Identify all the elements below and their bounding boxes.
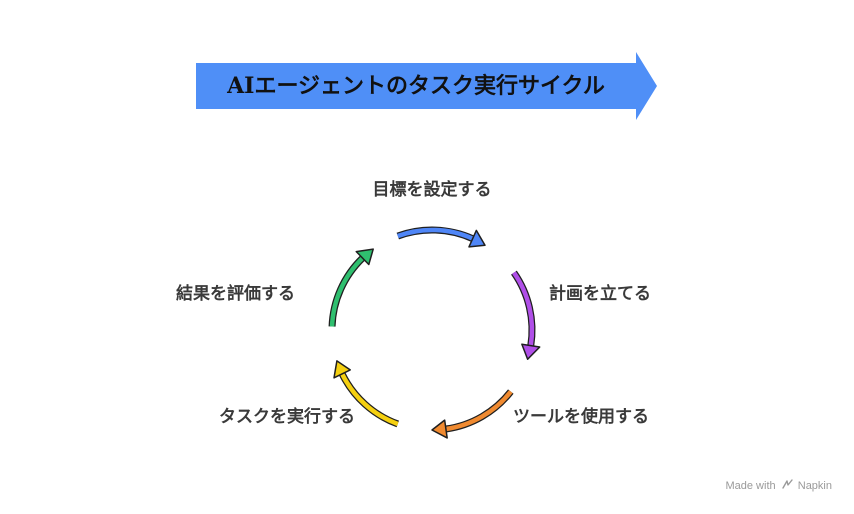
diagram-title: AIエージェントのタスク実行サイクル xyxy=(227,73,605,99)
arc-make-plan-arrowhead xyxy=(521,343,541,360)
arc-evaluate-result-arrowhead xyxy=(355,248,374,266)
step-label-execute-task: タスクを実行する xyxy=(219,407,355,427)
step-label-use-tools: ツールを使用する xyxy=(513,407,649,427)
arc-use-tools xyxy=(431,389,514,439)
arc-set-goal xyxy=(396,226,486,248)
arc-execute-task xyxy=(333,360,400,428)
step-label-make-plan: 計画を立てる xyxy=(549,284,651,304)
arc-execute-task-arrowhead xyxy=(333,360,351,379)
watermark-brand: Napkin xyxy=(797,480,832,492)
arc-evaluate-result xyxy=(328,248,374,327)
step-label-set-goal: 目標を設定する xyxy=(372,180,492,200)
arc-use-tools-arrowhead xyxy=(431,419,448,439)
napkin-logo-icon xyxy=(781,479,793,489)
watermark-prefix: Made with xyxy=(725,480,776,492)
made-with-watermark: Made with Napkin xyxy=(725,479,832,492)
step-label-evaluate-result: 結果を評価する xyxy=(176,284,295,304)
arc-set-goal-arrowhead xyxy=(468,229,486,248)
arc-make-plan xyxy=(511,270,541,360)
